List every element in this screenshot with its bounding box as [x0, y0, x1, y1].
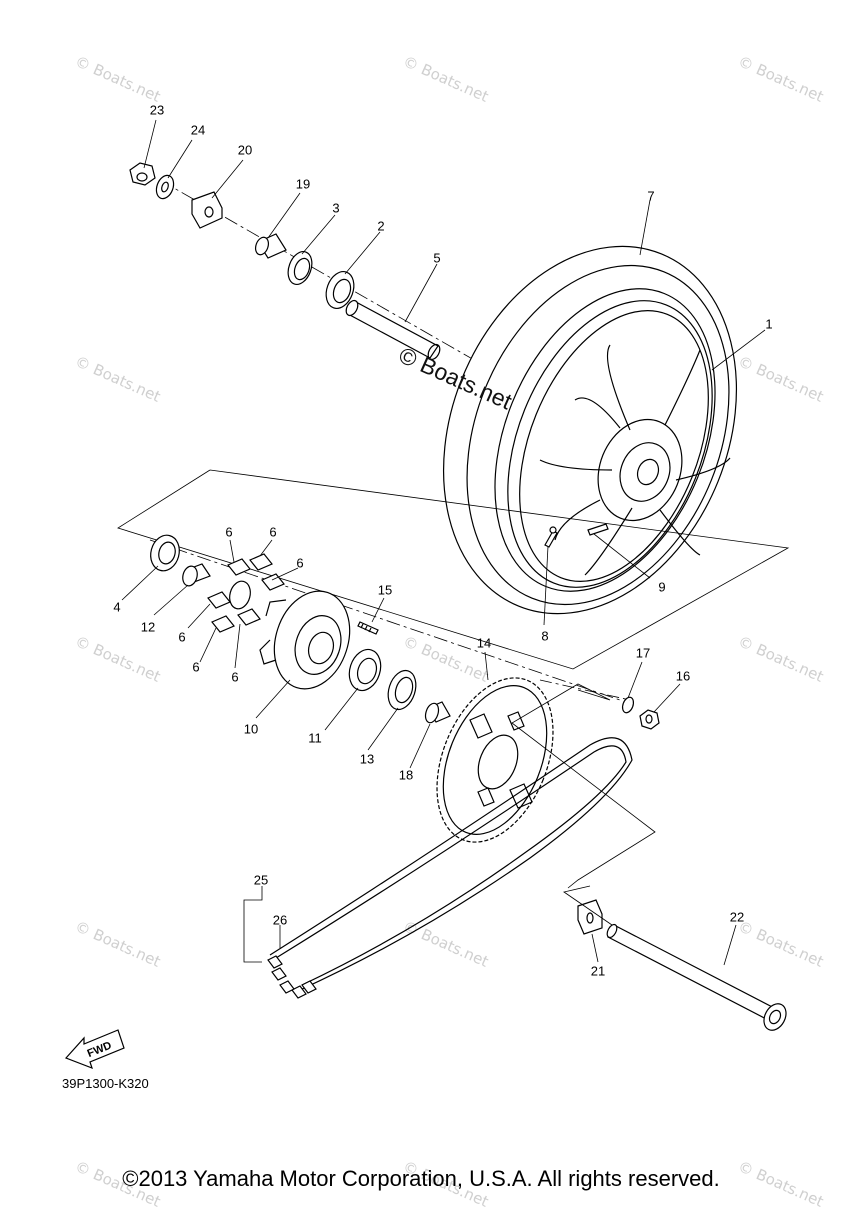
callout-14: 14	[476, 635, 492, 651]
callout-8: 8	[541, 628, 549, 644]
callout-23: 23	[149, 102, 165, 118]
bearing	[325, 271, 355, 309]
sprocket-oil-seal	[387, 669, 417, 711]
part-code: 39P1300-K320	[62, 1076, 149, 1091]
damper-rubbers	[207, 553, 285, 633]
callout-20: 20	[237, 142, 253, 158]
callout-21: 21	[590, 963, 606, 979]
callout-10: 10	[243, 721, 259, 737]
oil-seal	[287, 250, 313, 286]
callout-3: 3	[332, 200, 340, 216]
callout-18: 18	[398, 767, 414, 783]
sprocket-collar	[424, 701, 451, 724]
callout-25: 25	[253, 872, 269, 888]
callout-15: 15	[377, 582, 393, 598]
callout-6: 6	[269, 524, 277, 540]
hub-bearing	[150, 534, 180, 572]
sprocket-group-outline	[511, 683, 656, 889]
stud-bolt	[357, 621, 379, 635]
callout-11: 11	[308, 730, 322, 746]
leader-lines	[121, 119, 766, 966]
callout-5: 5	[433, 250, 441, 266]
rear-axle	[606, 923, 787, 1031]
rear-wheel-tire	[442, 245, 738, 615]
sprocket-bearing	[348, 648, 382, 692]
callout-7: 7	[647, 188, 655, 204]
fwd-arrow-icon	[64, 1029, 125, 1070]
hub-group-outline	[117, 469, 790, 670]
collar	[254, 233, 287, 259]
axle-centerline-hub	[149, 539, 621, 701]
driven-sprocket	[436, 677, 554, 843]
balance-weight	[587, 523, 609, 536]
callout-26: 26	[272, 912, 288, 928]
callout-6: 6	[192, 659, 200, 675]
callout-13: 13	[359, 751, 375, 767]
axle-centerline-sprocket	[539, 679, 631, 701]
chain-puller-right	[577, 899, 603, 935]
axle-nut	[129, 162, 156, 186]
callout-6: 6	[296, 555, 304, 571]
hub-collar	[182, 563, 211, 587]
axle-group-outline	[563, 885, 613, 926]
callout-6: 6	[225, 524, 233, 540]
sprocket-nut	[639, 709, 660, 730]
drive-chain	[267, 737, 633, 999]
callout-2: 2	[377, 218, 385, 234]
copyright-notice: ©2013 Yamaha Motor Corporation, U.S.A. A…	[122, 1166, 720, 1191]
callout-19: 19	[295, 176, 311, 192]
callout-9: 9	[658, 579, 666, 595]
callout-17: 17	[635, 645, 651, 661]
callout-12: 12	[140, 619, 156, 635]
callout-6: 6	[231, 669, 239, 685]
callout-16: 16	[675, 668, 691, 684]
callout-1: 1	[765, 316, 773, 332]
callout-6: 6	[178, 629, 186, 645]
callout-24: 24	[190, 122, 206, 138]
spacer-tube	[345, 299, 441, 361]
washer	[155, 174, 175, 200]
callout-4: 4	[113, 599, 121, 615]
clutch-hub	[259, 590, 351, 690]
callout-22: 22	[729, 909, 745, 925]
chain-callout-bracket	[243, 886, 263, 963]
sprocket-washer	[621, 696, 635, 714]
chain-puller	[191, 191, 223, 229]
